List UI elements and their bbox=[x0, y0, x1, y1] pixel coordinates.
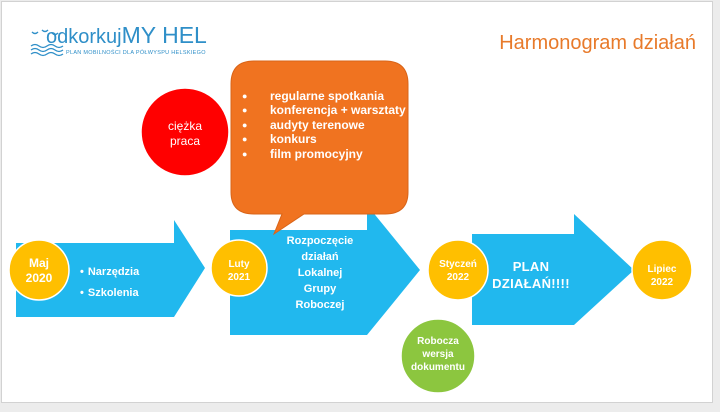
activity-item: regularne spotkania bbox=[242, 89, 406, 104]
milestone-circle-4 bbox=[631, 239, 693, 301]
milestone-label-1: Maj 2020 bbox=[25, 256, 53, 285]
milestone-circle-3 bbox=[427, 239, 489, 301]
logo-waves-icon bbox=[30, 43, 64, 57]
logo-subtitle: PLAN MOBILNOŚCI DLA PÓŁWYSPU HELSKIEGO bbox=[66, 50, 206, 56]
stage1-list: Narzędzia Szkolenia bbox=[80, 262, 139, 304]
milestone-circle-2 bbox=[210, 239, 268, 297]
milestone-label-2: Luty 2021 bbox=[227, 259, 251, 283]
logo-text: odkorkujMY HEL bbox=[46, 22, 207, 48]
milestone-circle-1 bbox=[8, 239, 70, 301]
draft-label: Robocza wersja dokumentu bbox=[411, 336, 465, 373]
draft-circle bbox=[400, 318, 476, 394]
activity-item: konferencja + warsztaty bbox=[242, 103, 406, 118]
activity-item: audyty terenowe bbox=[242, 118, 406, 133]
hard-work-label: ciężka praca bbox=[167, 119, 202, 148]
slide: odkorkujMY HEL PLAN MOBILNOŚCI DLA PÓŁWY… bbox=[1, 1, 713, 403]
milestone-label-4: Lipiec 2022 bbox=[647, 264, 677, 288]
hard-work-circle bbox=[140, 87, 230, 177]
timeline-arrow-2 bbox=[230, 205, 420, 335]
slide-title: Harmonogram działań bbox=[499, 32, 696, 54]
stage2-text: Rozpoczęcie działań Lokalnej Grupy Roboc… bbox=[286, 235, 354, 311]
stage3-text: PLAN DZIAŁAŃ!!!! bbox=[492, 259, 570, 291]
stage1-item: Narzędzia bbox=[80, 262, 139, 283]
milestone-label-3: Styczeń 2022 bbox=[439, 259, 477, 283]
activity-item: konkurs bbox=[242, 132, 406, 147]
timeline-graphic bbox=[8, 29, 693, 394]
stage1-item: Szkolenia bbox=[80, 283, 139, 304]
activity-item: film promocyjny bbox=[242, 147, 406, 162]
timeline-arrow-3 bbox=[472, 214, 634, 325]
logo-birds-icon bbox=[31, 29, 59, 36]
activities-list: regularne spotkania konferencja + warszt… bbox=[242, 89, 406, 161]
